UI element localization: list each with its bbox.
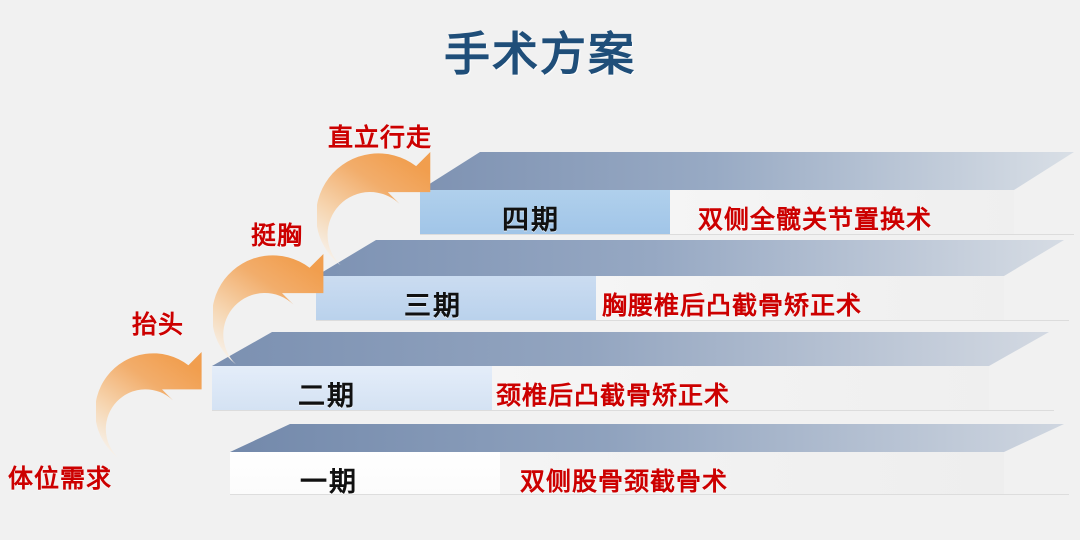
- step-block-3[interactable]: 三期 胸腰椎后凸截骨矫正术: [64, 240, 1069, 321]
- page-title: 手术方案: [444, 28, 636, 80]
- curved-arrow-up-right-icon: [212, 254, 324, 365]
- step-4-stage-label: 四期: [502, 205, 560, 235]
- step-1-shape: [230, 424, 1069, 495]
- step-4-shape: [420, 152, 1074, 235]
- step-block-4[interactable]: 四期 双侧全髋关节置换术: [64, 152, 1074, 235]
- step-1-stage-label: 一期: [300, 467, 358, 497]
- step-2-shape: [212, 332, 1054, 411]
- step-block-2[interactable]: 二期 颈椎后凸截骨矫正术: [64, 332, 1064, 412]
- step-1-description: 双侧股骨颈截骨术: [520, 468, 729, 496]
- step-block-1[interactable]: 一期 双侧股骨颈截骨术: [64, 424, 1069, 497]
- transition-arrow-3[interactable]: [316, 152, 435, 270]
- transition-arrow-3-label: 直立行走: [328, 124, 433, 152]
- position-requirement-label: 体位需求: [8, 465, 113, 493]
- step-2-stage-label: 二期: [298, 381, 356, 411]
- transition-arrow-2-label: 挺胸: [251, 222, 304, 250]
- step-3-description: 胸腰椎后凸截骨矫正术: [602, 292, 863, 320]
- transition-arrow-1[interactable]: [95, 352, 206, 462]
- curved-arrow-up-right-icon: [95, 352, 202, 458]
- transition-arrow-1-label: 抬头: [132, 311, 185, 339]
- curved-arrow-up-right-icon: [316, 152, 431, 266]
- transition-arrow-2[interactable]: [212, 254, 328, 369]
- step-3-stage-label: 三期: [404, 291, 462, 321]
- step-4-description: 双侧全髋关节置换术: [698, 206, 933, 234]
- step-3-shape: [316, 240, 1069, 321]
- step-2-description: 颈椎后凸截骨矫正术: [496, 382, 731, 410]
